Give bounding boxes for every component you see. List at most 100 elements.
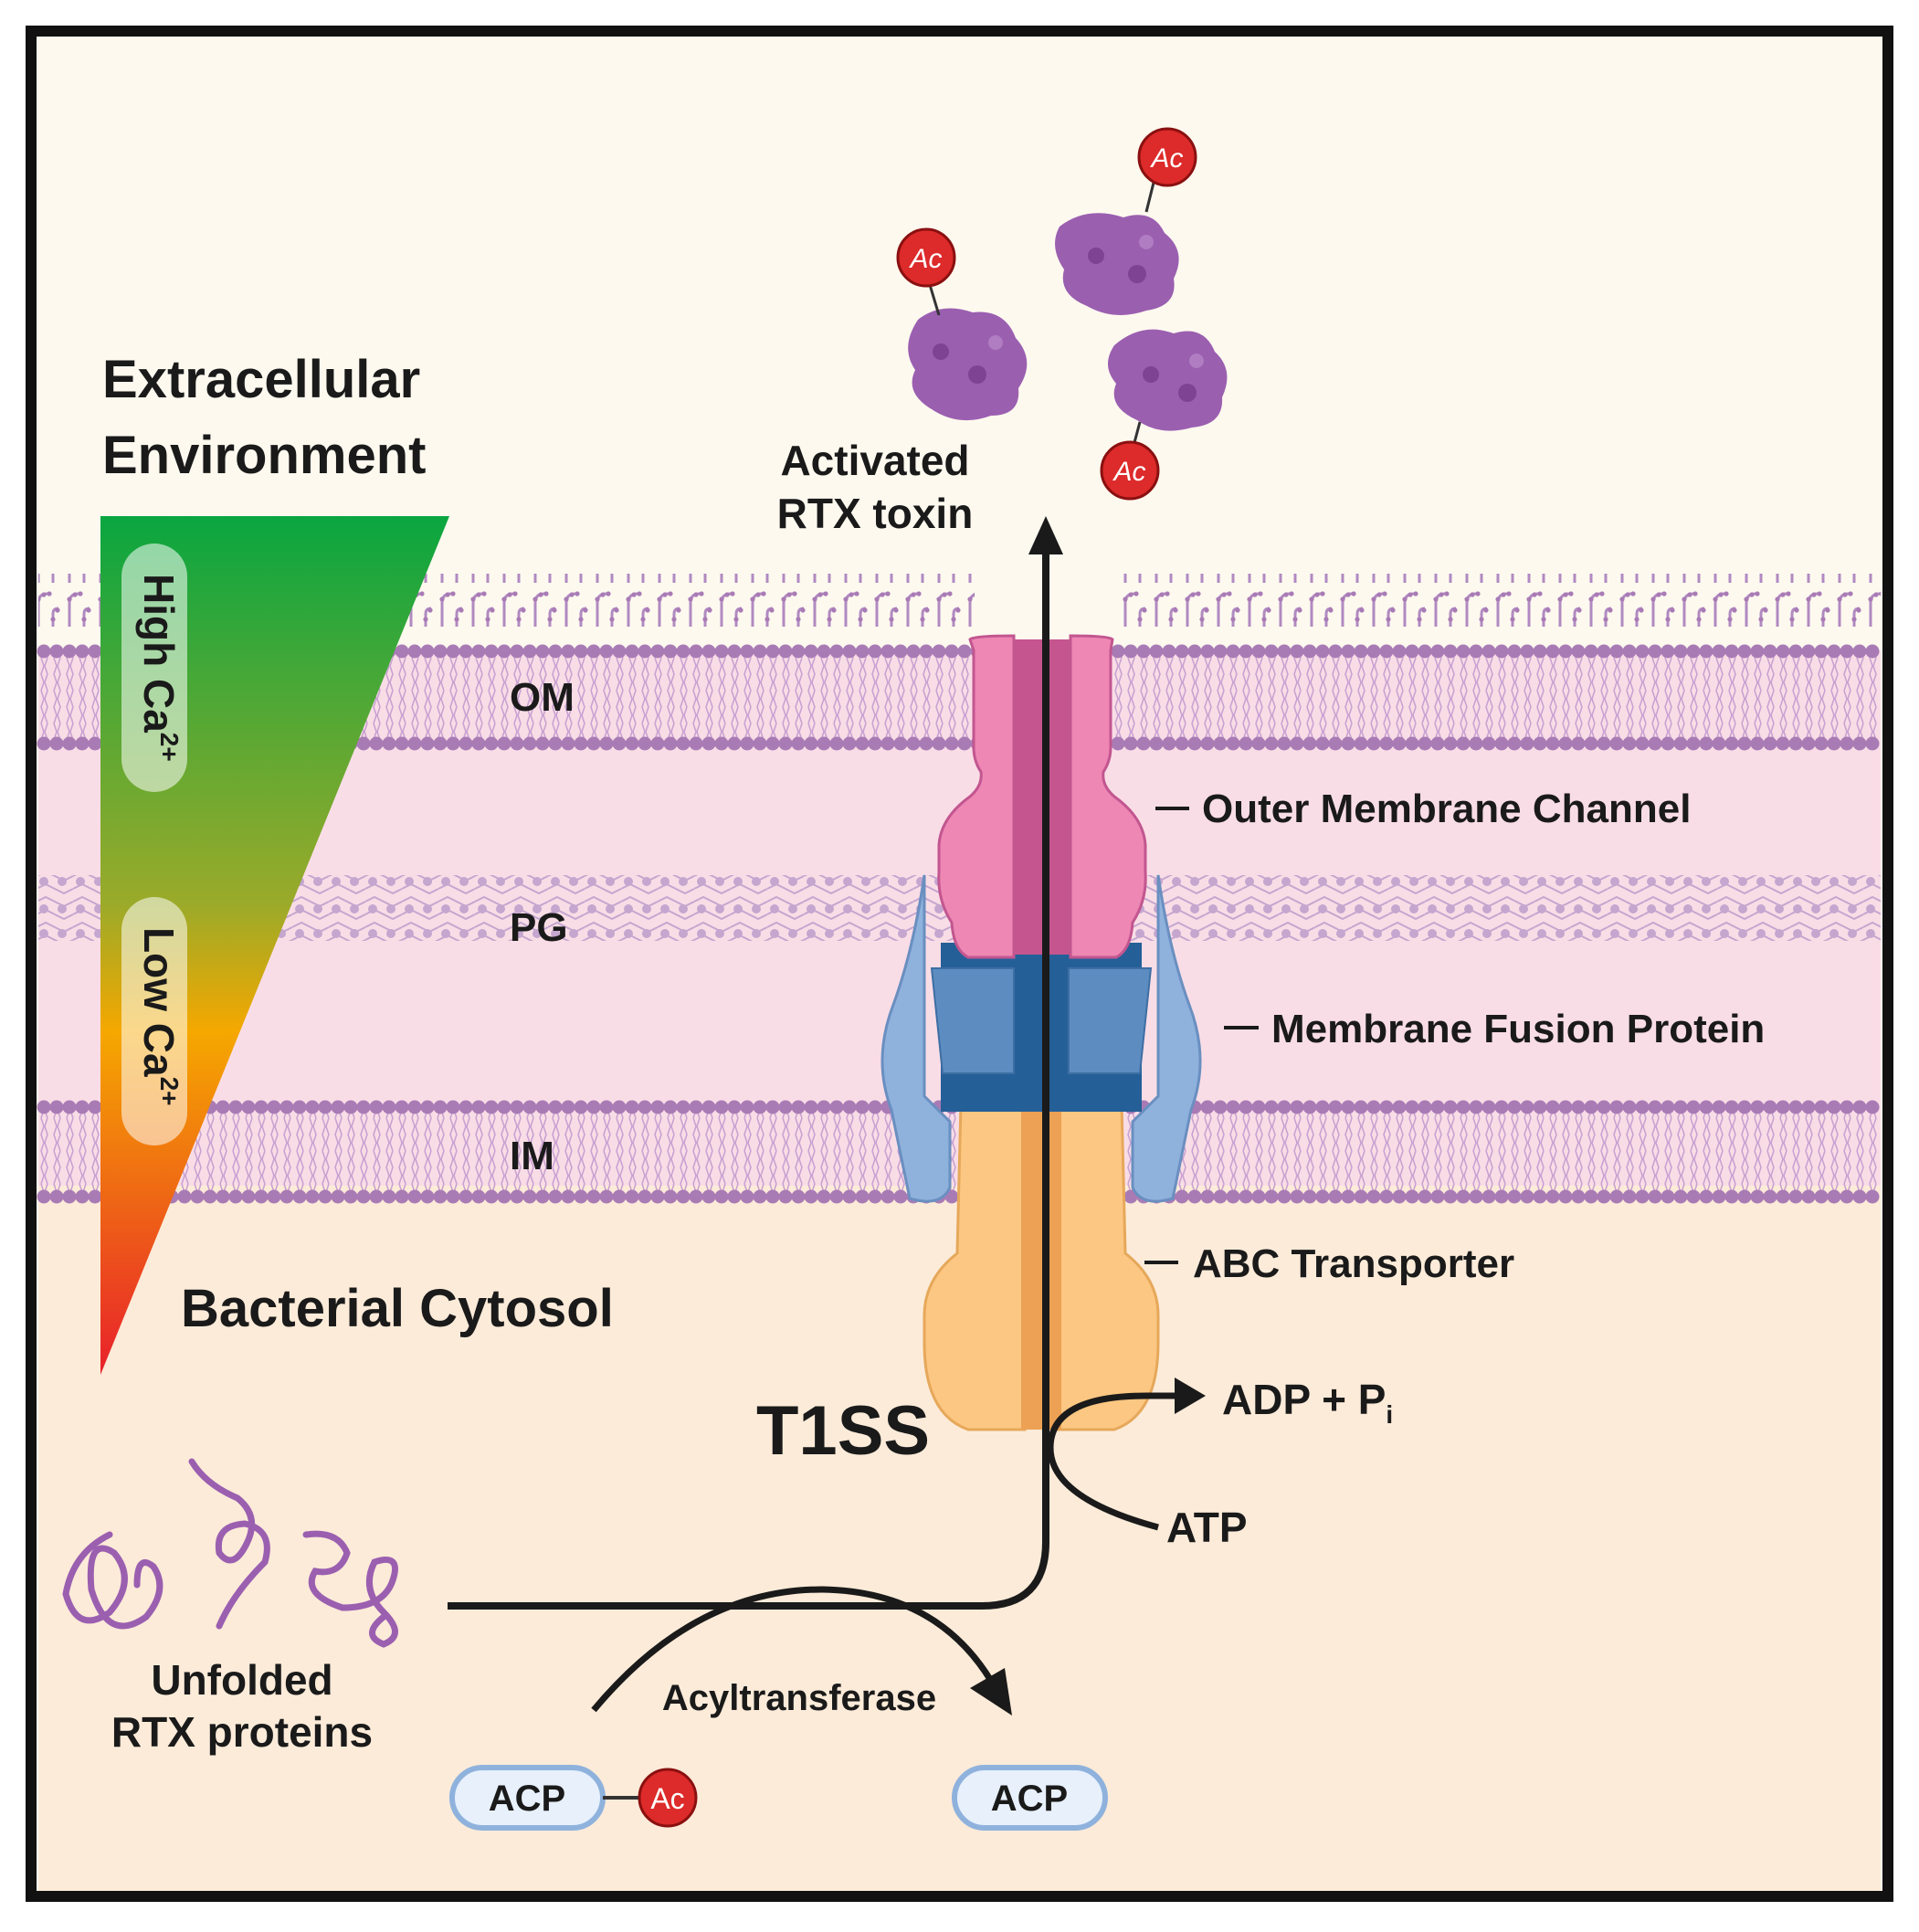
lipid-head xyxy=(1136,736,1151,751)
lipid-head xyxy=(1520,1100,1534,1114)
lipid-head xyxy=(765,644,780,659)
lipid-head xyxy=(817,644,831,659)
lipid-head xyxy=(1840,1189,1854,1204)
lipid-head xyxy=(843,904,852,913)
lipid-head xyxy=(788,904,797,913)
lipid-head xyxy=(241,1100,256,1114)
lipid-head xyxy=(650,1100,665,1114)
lipid-head xyxy=(1840,1100,1854,1114)
lipid-head xyxy=(1533,644,1547,659)
lipid-head xyxy=(957,644,972,659)
lipid-head xyxy=(861,904,870,913)
lipid-head xyxy=(1277,1189,1292,1204)
lipid-head xyxy=(37,644,51,659)
lipid-head xyxy=(1405,1100,1419,1114)
lipid-head xyxy=(733,877,743,886)
lipid-head xyxy=(39,877,48,886)
lipid-head xyxy=(535,1100,550,1114)
lipid-head xyxy=(1341,736,1355,751)
lipid-head xyxy=(1263,904,1272,913)
lipid-head xyxy=(676,1100,691,1114)
lipid-head xyxy=(1418,644,1432,659)
lipid-head xyxy=(714,736,729,751)
lipid-head xyxy=(1555,904,1565,913)
lipid-head xyxy=(1405,644,1419,659)
pg-label: PG xyxy=(510,905,568,950)
lipid-head xyxy=(1336,904,1345,913)
lipid-head xyxy=(478,929,487,938)
lipid-head xyxy=(369,736,384,751)
lipid-head xyxy=(765,1189,780,1204)
lipid-head xyxy=(1315,1189,1330,1204)
lipid-head xyxy=(407,736,422,751)
lipid-head xyxy=(660,877,670,886)
lipid-head xyxy=(740,1100,754,1114)
lipid-head xyxy=(1190,877,1199,886)
lipid-head xyxy=(295,904,304,913)
lipid-head xyxy=(586,1100,601,1114)
lipid-head xyxy=(1597,1189,1611,1204)
lipid-head xyxy=(497,644,511,659)
lipid-head xyxy=(817,1189,831,1204)
lipid-head xyxy=(1379,1189,1394,1204)
lipid-head xyxy=(1775,904,1784,913)
lipid-head xyxy=(1852,1100,1867,1114)
lipid-head xyxy=(778,644,793,659)
lipid-head xyxy=(1264,1189,1279,1204)
lipid-head xyxy=(638,1189,652,1204)
lipid-head xyxy=(1665,877,1674,886)
lipid-head xyxy=(535,644,550,659)
acp-acyl-badge xyxy=(638,1768,698,1828)
lipid-head xyxy=(1840,736,1854,751)
lipid-head xyxy=(441,929,450,938)
lipid-head xyxy=(497,1100,511,1114)
lipid-head xyxy=(1738,904,1747,913)
export-arrowhead xyxy=(1028,516,1063,554)
lipid-head xyxy=(62,736,77,751)
lipid-head xyxy=(267,1100,281,1114)
lipid-head xyxy=(1622,1100,1637,1114)
lipid-head xyxy=(510,736,524,751)
lipid-head xyxy=(804,736,818,751)
lipid-head xyxy=(715,929,724,938)
lipid-head xyxy=(1469,736,1483,751)
lipid-head xyxy=(1533,736,1547,751)
lipid-head xyxy=(1111,644,1125,659)
activated-toxin-1: Ac xyxy=(896,227,1028,421)
lipid-head xyxy=(1245,929,1254,938)
lipid-head xyxy=(313,929,322,938)
lipid-head xyxy=(1597,644,1611,659)
lipid-head xyxy=(433,736,448,751)
lipid-head xyxy=(1597,1100,1611,1114)
lipid-head xyxy=(625,1100,639,1114)
lipid-head xyxy=(75,1189,90,1204)
lipid-head xyxy=(1574,904,1583,913)
lipid-head xyxy=(1865,1100,1880,1114)
lipid-head xyxy=(689,1189,703,1204)
lipid-head xyxy=(459,877,469,886)
lipid-head xyxy=(1245,877,1254,886)
lipid-head xyxy=(1336,929,1345,938)
lipid-head xyxy=(934,929,944,938)
lipid-head xyxy=(1788,1100,1803,1114)
lipid-head xyxy=(1519,877,1528,886)
lipid-head xyxy=(1391,904,1400,913)
lipid-head xyxy=(753,644,767,659)
lipid-head xyxy=(1469,1189,1483,1204)
lipid-head xyxy=(1290,644,1304,659)
lipid-head xyxy=(1788,736,1803,751)
lipid-head xyxy=(510,1100,524,1114)
lipid-head xyxy=(791,736,806,751)
lipid-head xyxy=(893,1189,908,1204)
lipid-head xyxy=(395,644,409,659)
lipid-head xyxy=(1827,1189,1841,1204)
lipid-head xyxy=(420,736,435,751)
lipid-head xyxy=(679,929,688,938)
lipid-head xyxy=(459,929,469,938)
lipid-head xyxy=(1699,736,1713,751)
lipid-head xyxy=(1446,929,1455,938)
lipid-head xyxy=(368,877,377,886)
lipid-head xyxy=(423,877,432,886)
unfolded-label-line1: Unfolded xyxy=(151,1656,332,1704)
lipid-head xyxy=(778,1100,793,1114)
